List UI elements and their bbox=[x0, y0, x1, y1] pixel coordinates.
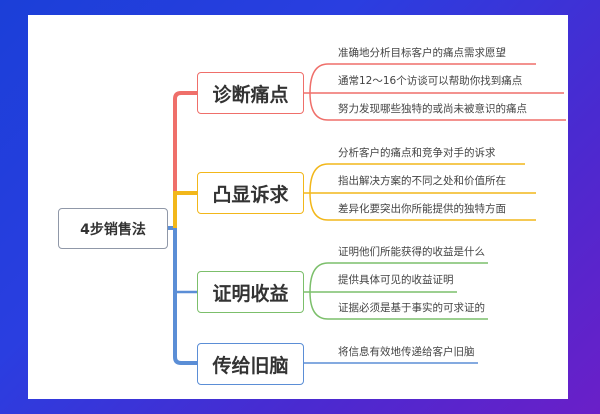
leaf-item[interactable]: 准确地分析目标客户的痛点需求愿望 bbox=[338, 47, 506, 59]
trunk-blue bbox=[173, 228, 197, 365]
leaf-item[interactable]: 证据必须是基于事实的可求证的 bbox=[338, 302, 485, 314]
root-node[interactable]: 4步销售法 bbox=[58, 208, 168, 249]
leaf-item[interactable]: 提供具体可见的收益证明 bbox=[338, 274, 454, 286]
leaf-item[interactable]: 努力发现哪些独特的或尚未被意识的痛点 bbox=[338, 103, 527, 115]
leaf-item[interactable]: 将信息有效地传递给客户旧脑 bbox=[338, 346, 475, 358]
leaf-item[interactable]: 指出解决方案的不同之处和价值所在 bbox=[338, 175, 506, 187]
leaf-item[interactable]: 通常12～16个访谈可以帮助你找到痛点 bbox=[338, 75, 523, 87]
mindmap-canvas: 4步销售法 诊断痛点 凸显诉求 证明收益 传给旧脑 准确地分析目标客户的痛点需求… bbox=[28, 15, 568, 399]
leaf-item[interactable]: 差异化要突出你所能提供的独特方面 bbox=[338, 203, 506, 215]
branch-highlight-appeal[interactable]: 凸显诉求 bbox=[197, 172, 304, 214]
leaf-item[interactable]: 证明他们所能获得的收益是什么 bbox=[338, 246, 485, 258]
leaf-item[interactable]: 分析客户的痛点和竞争对手的诉求 bbox=[338, 147, 496, 159]
trunk-yellow bbox=[173, 191, 197, 228]
branch-old-brain[interactable]: 传给旧脑 bbox=[197, 343, 304, 385]
connector-lines bbox=[168, 63, 566, 365]
branch-diagnose-pain[interactable]: 诊断痛点 bbox=[197, 72, 304, 114]
branch-prove-benefit[interactable]: 证明收益 bbox=[197, 271, 304, 313]
trunk-red bbox=[173, 91, 197, 228]
